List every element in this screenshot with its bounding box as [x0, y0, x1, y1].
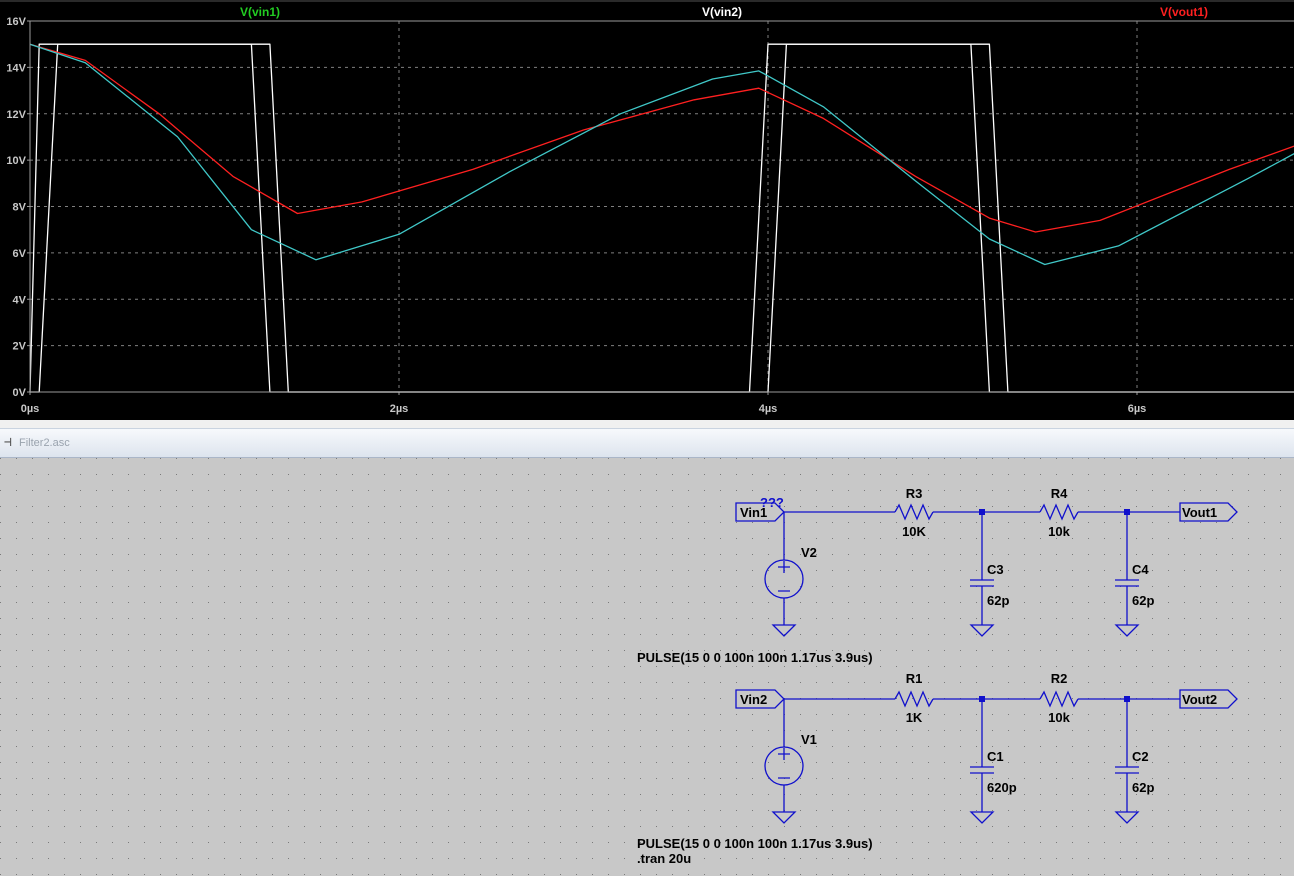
- label-r2-value: 10k: [1048, 710, 1070, 725]
- port-vout2[interactable]: Vout2: [1179, 689, 1238, 709]
- y-tick-label: 10V: [6, 155, 26, 167]
- y-tick-label: 2V: [13, 341, 27, 353]
- label-r1-value: 1K: [906, 710, 923, 725]
- label-c3-name: C3: [987, 562, 1004, 577]
- x-tick-label: 4µs: [759, 403, 778, 415]
- label-r1-name: R1: [906, 671, 923, 686]
- schematic-canvas[interactable]: Vin1 ??? Vout1 Vin2: [0, 458, 1294, 876]
- port-vin1-label: Vin1: [740, 505, 767, 520]
- label-r3-name: R3: [906, 486, 923, 501]
- trace-v-vout2: [29, 43, 1294, 266]
- port-vout1[interactable]: Vout1: [1179, 502, 1238, 522]
- trace-label-vin1[interactable]: V(vin1): [240, 5, 280, 19]
- label-r4-value: 10k: [1048, 524, 1070, 539]
- trace-v-vin2: [29, 43, 1294, 393]
- schematic-tab-bar: ⊣ Filter2.asc: [0, 428, 1294, 458]
- label-c4-name: C4: [1132, 562, 1149, 577]
- label-r4-name: R4: [1051, 486, 1068, 501]
- x-tick-label: 2µs: [390, 403, 409, 415]
- axis-ticks: 0V2V4V6V8V10V12V14V16V0µs2µs4µs6µs8µs10µ…: [6, 16, 1147, 415]
- label-c2-value: 62p: [1132, 780, 1154, 795]
- directive-pulse-v2[interactable]: PULSE(15 0 0 100n 100n 1.17us 3.9us): [637, 650, 873, 665]
- schematic-icon: ⊣: [4, 435, 12, 450]
- plot-top-edge: [0, 0, 1294, 2]
- undefined-net-marker: ???: [760, 495, 784, 510]
- port-vin2[interactable]: Vin2: [735, 689, 785, 709]
- plot-frame: [29, 20, 1294, 392]
- resistor-r1[interactable]: [894, 690, 934, 708]
- directive-tran[interactable]: .tran 20u: [637, 851, 691, 866]
- port-vin1[interactable]: Vin1: [735, 502, 785, 522]
- label-c2-name: C2: [1132, 749, 1149, 764]
- label-c3-value: 62p: [987, 593, 1009, 608]
- label-r3-value: 10K: [902, 524, 926, 539]
- plot-grid: [30, 21, 1294, 392]
- x-tick-label: 6µs: [1128, 403, 1147, 415]
- y-tick-label: 0V: [13, 387, 27, 399]
- waveform-plot[interactable]: 0V2V4V6V8V10V12V14V16V0µs2µs4µs6µs8µs10µ…: [0, 0, 1294, 420]
- label-c4-value: 62p: [1132, 593, 1154, 608]
- pane-separator[interactable]: [0, 420, 1294, 428]
- label-r2-name: R2: [1051, 671, 1068, 686]
- x-tick-label: 0µs: [21, 403, 40, 415]
- port-vin2-label: Vin2: [740, 692, 767, 707]
- y-tick-label: 16V: [6, 16, 26, 28]
- ground-c2: [1114, 811, 1140, 824]
- label-v1-name: V1: [801, 732, 817, 747]
- tab-filter2-asc[interactable]: Filter2.asc: [19, 437, 70, 449]
- ground-c3: [969, 624, 995, 637]
- y-tick-label: 12V: [6, 109, 26, 121]
- resistor-r4[interactable]: [1039, 503, 1079, 521]
- ground-v1: [771, 811, 797, 824]
- trace-label-vout1[interactable]: V(vout1): [1160, 5, 1208, 19]
- capacitor-c3[interactable]: [970, 512, 994, 625]
- ground-v2: [771, 624, 797, 637]
- resistor-r3[interactable]: [894, 503, 934, 521]
- port-vout1-label: Vout1: [1182, 505, 1217, 520]
- trace-label-vin2[interactable]: V(vin2): [702, 5, 742, 19]
- ground-c1: [969, 811, 995, 824]
- y-tick-label: 8V: [13, 202, 27, 214]
- capacitor-c4[interactable]: [1115, 512, 1139, 625]
- resistor-r2[interactable]: [1039, 690, 1079, 708]
- capacitor-c2[interactable]: [1115, 699, 1139, 812]
- capacitor-c1[interactable]: [970, 699, 994, 812]
- label-v2-name: V2: [801, 545, 817, 560]
- y-tick-label: 4V: [13, 294, 27, 306]
- directive-pulse-v1[interactable]: PULSE(15 0 0 100n 100n 1.17us 3.9us): [637, 836, 873, 851]
- ground-c4: [1114, 624, 1140, 637]
- label-c1-name: C1: [987, 749, 1004, 764]
- plot-background: [0, 0, 1294, 420]
- y-tick-label: 6V: [13, 248, 27, 260]
- port-vout2-label: Vout2: [1182, 692, 1217, 707]
- y-tick-label: 14V: [6, 62, 26, 74]
- schematic-grid-dots: [0, 458, 1294, 876]
- label-c1-value: 620p: [987, 780, 1017, 795]
